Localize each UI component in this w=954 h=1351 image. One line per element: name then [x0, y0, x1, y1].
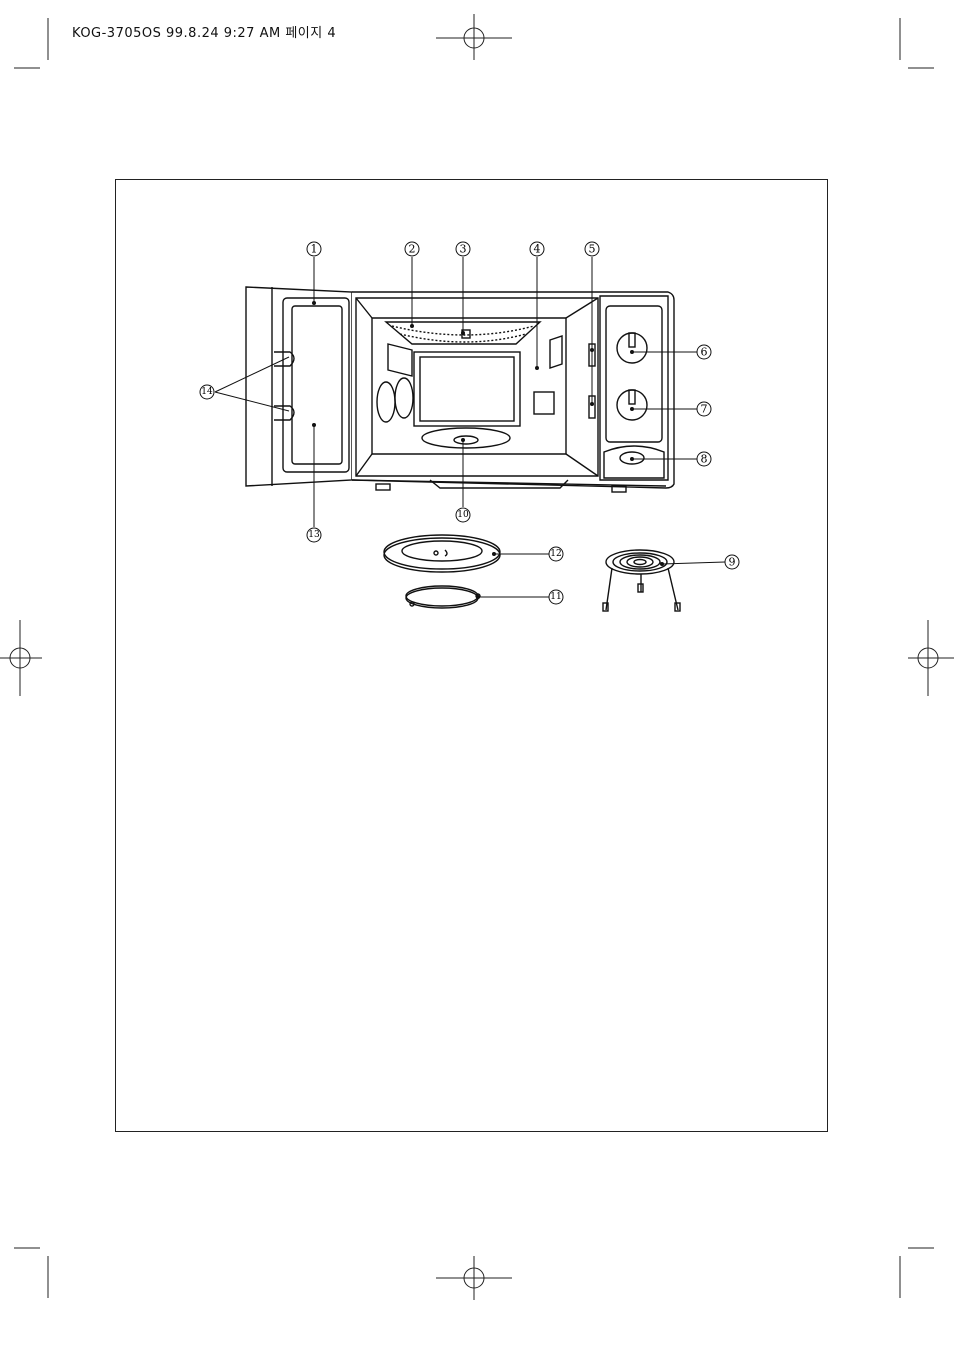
- callout-1: 1: [311, 243, 318, 256]
- callout-11: 11: [550, 592, 561, 602]
- callout-3: 3: [460, 243, 467, 256]
- callout-13: 13: [308, 530, 320, 540]
- registration-mark-right: [908, 620, 954, 696]
- callout-6: 6: [701, 346, 708, 359]
- callout-10: 10: [457, 510, 469, 520]
- callout-4: 4: [534, 243, 541, 256]
- callout-9: 9: [729, 556, 736, 569]
- callout-14: 14: [201, 387, 213, 397]
- print-header: KOG-3705OS 99.8.24 9:27 AM 페이지 4: [72, 26, 337, 41]
- callout-8: 8: [701, 453, 708, 466]
- callout-5: 5: [589, 243, 596, 256]
- callout-2: 2: [409, 243, 416, 256]
- figure-frame: [115, 179, 828, 1132]
- registration-mark-bottom: [436, 1256, 512, 1300]
- registration-mark-top: [436, 14, 512, 60]
- callout-7: 7: [701, 403, 708, 416]
- callout-12: 12: [550, 549, 561, 559]
- registration-mark-left: [0, 620, 42, 696]
